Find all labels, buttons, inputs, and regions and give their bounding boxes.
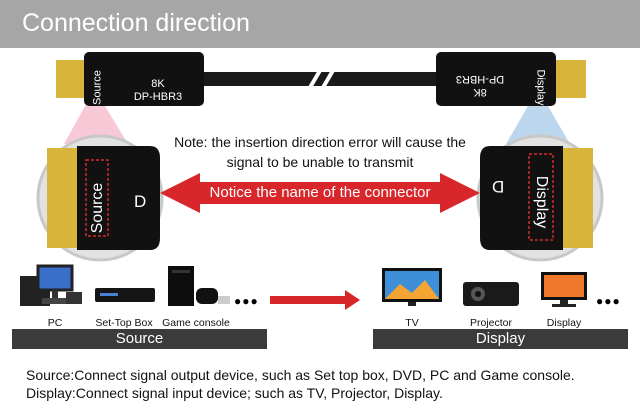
right-zoom-circle	[476, 134, 604, 262]
display-icon	[541, 272, 587, 307]
note-line1: Note: the insertion direction error will…	[174, 134, 466, 150]
device-label-projector: Projector	[469, 317, 512, 329]
device-label-game-console: Game console	[162, 317, 230, 329]
right-connector-body	[436, 52, 556, 106]
footer-source-description: Source:Connect signal output device, suc…	[26, 367, 575, 383]
device-flow-arrow	[270, 290, 360, 310]
right-connector-line1: 8K	[473, 86, 487, 98]
pc-icon	[20, 264, 82, 306]
header-banner: Connection direction	[0, 0, 640, 48]
devices-illustration	[20, 264, 587, 310]
source-bar: Source	[12, 329, 267, 349]
left-connector-side-label: Source	[91, 70, 104, 105]
footer-display-description: Display:Connect signal input device; suc…	[26, 385, 443, 401]
notice-text: Notice the name of the connector	[209, 184, 431, 201]
display-more-ellipsis: ●●●	[596, 294, 621, 308]
left-zoom-label: Source	[89, 182, 106, 234]
left-connector-text: 8K DP-HBR3	[118, 78, 198, 104]
device-label-pc: PC	[47, 317, 63, 329]
page-title: Connection direction	[22, 9, 250, 37]
right-connector-text: 8K DP-HBR3	[440, 72, 520, 98]
left-connector-line1: 8K	[151, 78, 165, 90]
right-connector-line2: DP-HBR3	[455, 73, 505, 85]
game-console-icon	[168, 266, 230, 306]
device-label-set-top-box: Set-Top Box	[95, 317, 153, 329]
notice-double-arrow	[160, 173, 480, 213]
set-top-box-icon	[95, 288, 155, 302]
insertion-note: Note: the insertion direction error will…	[150, 132, 490, 172]
cable-illustration	[36, 52, 604, 262]
cable-break-mark	[303, 60, 327, 98]
source-more-ellipsis: ●●●	[234, 294, 259, 308]
left-connector-line2: DP-HBR3	[133, 91, 183, 103]
right-zoom-label: Display	[533, 175, 550, 229]
right-connector-side-label: Display	[534, 69, 547, 106]
device-label-display: Display	[546, 317, 582, 329]
left-connector-body	[84, 52, 204, 106]
left-zoom-cone	[64, 106, 128, 144]
cable-wire	[200, 72, 440, 86]
right-gold-plug	[552, 60, 586, 98]
projector-icon	[463, 282, 519, 306]
display-bar: Display	[373, 329, 628, 349]
right-zoom-cone	[506, 106, 570, 144]
left-zoom-circle	[36, 134, 164, 262]
cable-break-mark	[316, 60, 340, 98]
note-line2: signal to be unable to transmit	[226, 154, 414, 170]
left-zoom-letter: D	[134, 192, 147, 211]
tv-icon	[382, 268, 442, 306]
right-zoom-letter: D	[492, 177, 505, 196]
device-label-tv: TV	[405, 317, 419, 329]
